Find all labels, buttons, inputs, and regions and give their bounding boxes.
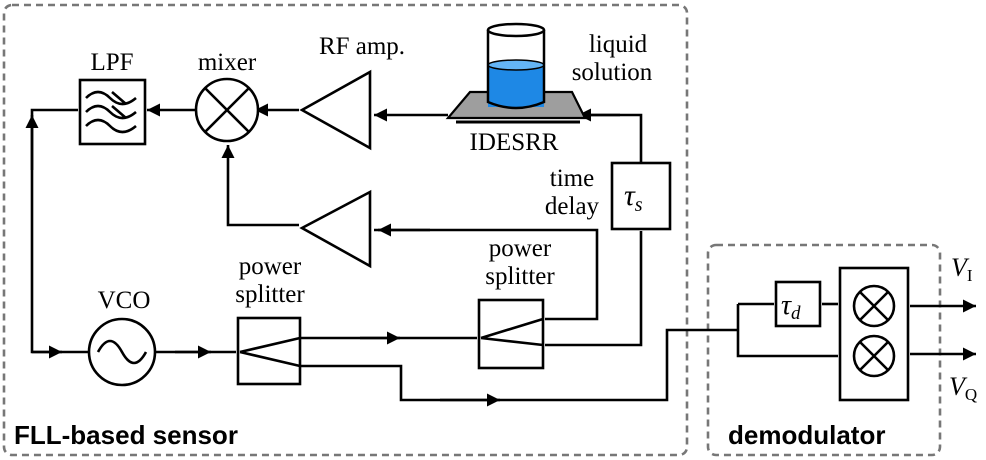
wire-demod-branch xyxy=(736,304,838,358)
delay-label: delay xyxy=(545,193,600,220)
tau-s-symbol: τ xyxy=(624,179,636,212)
demodulator-section-border xyxy=(706,243,942,457)
mixer-block xyxy=(194,77,260,143)
fll-section-border xyxy=(2,3,689,457)
vco-sine-icon xyxy=(96,339,148,365)
output-vq-label: VQ xyxy=(949,372,977,404)
output-vi-label: VI xyxy=(951,253,973,285)
time-delay-symbol: τs xyxy=(624,179,643,216)
wire-lpf-to-vco xyxy=(30,108,88,354)
vco-block xyxy=(87,317,157,387)
splitter1-label-line1: power xyxy=(239,253,302,280)
idesrr-sensor xyxy=(445,22,587,124)
tau-s-subscript: s xyxy=(635,194,643,216)
vq-subscript: Q xyxy=(965,385,977,404)
lpf-label: LPF xyxy=(90,49,133,76)
i-mixer-x-icon xyxy=(859,291,889,321)
rf-amp-triangle xyxy=(299,69,372,151)
tau-d-block xyxy=(774,280,822,328)
tau-d-symbol: τd xyxy=(781,290,801,324)
lpf-filter-icon xyxy=(85,90,137,134)
lpf-block xyxy=(78,78,147,146)
power-splitter-2 xyxy=(477,298,545,370)
liquid-label-line2: solution xyxy=(572,59,653,86)
wire-splitter2-to-delay xyxy=(545,231,643,347)
vi-v: V xyxy=(951,253,970,282)
splitter2-label-line2: splitter xyxy=(485,263,555,290)
wire-splitter1-to-demod xyxy=(301,328,738,402)
iq-mixer-block xyxy=(838,266,910,402)
vco-label: VCO xyxy=(98,287,151,314)
rf-amp-label: RF amp. xyxy=(319,33,405,60)
tau-d-tau: τ xyxy=(781,290,792,321)
wire-refamp-to-mixer xyxy=(221,145,299,227)
vi-subscript: I xyxy=(967,266,973,285)
reference-amp-triangle xyxy=(299,189,372,269)
power-splitter-1 xyxy=(236,316,302,386)
q-mixer-x-icon xyxy=(859,341,889,371)
idesrr-label: IDESRR xyxy=(470,129,559,156)
fll-section-label: FLL-based sensor xyxy=(14,420,238,450)
tau-d-subscript: d xyxy=(791,303,801,324)
time-label: time xyxy=(550,165,594,192)
demodulator-section-label: demodulator xyxy=(728,420,885,450)
mixer-label: mixer xyxy=(198,49,257,76)
wire-splitter2-to-refamp xyxy=(374,228,599,321)
time-delay-block xyxy=(610,161,672,231)
mixer-x-icon xyxy=(204,87,250,133)
liquid-label-line1: liquid xyxy=(589,31,648,58)
splitter2-label-line1: power xyxy=(489,235,552,262)
splitter1-label-line2: splitter xyxy=(235,281,305,308)
liquid-beaker-icon xyxy=(486,22,546,110)
vq-v: V xyxy=(949,372,968,401)
wire-delay-to-idesrr xyxy=(572,113,643,162)
